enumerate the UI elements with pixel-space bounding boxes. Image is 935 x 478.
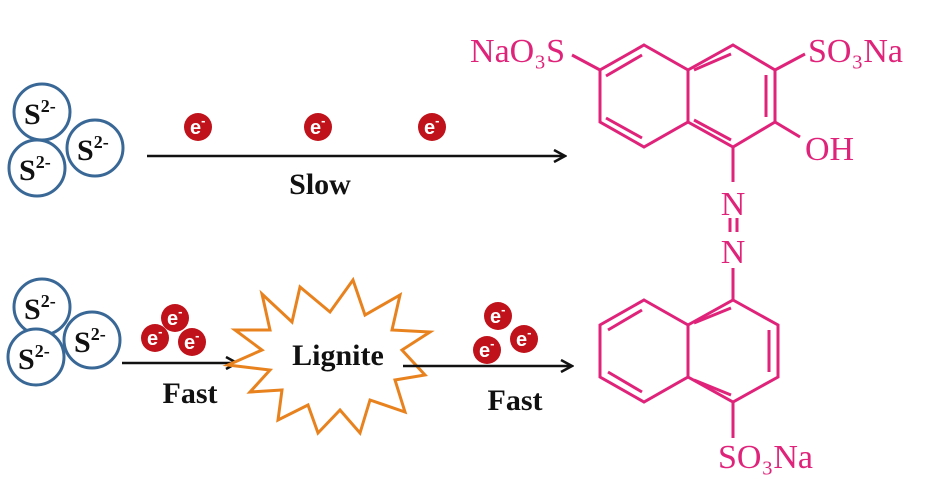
slow-label: Slow — [289, 168, 351, 201]
electron: e- — [418, 113, 446, 141]
svg-text:e-: e- — [479, 336, 494, 362]
electron: e- — [184, 113, 212, 141]
azo-nitrogen-1: N — [721, 186, 746, 223]
svg-text:e-: e- — [310, 113, 325, 139]
svg-text:e-: e- — [490, 302, 505, 328]
svg-text:e-: e- — [424, 113, 439, 139]
sulfide-ion: S2- — [6, 327, 66, 387]
electron: e- — [484, 302, 512, 330]
azo-dye-molecule: NaO₃S SO₃Na OH N N SO₃Na — [470, 33, 903, 476]
sulfonate-group-top-right: SO₃Na — [808, 33, 903, 70]
fast-label-2: Fast — [488, 384, 543, 417]
azo-nitrogen-2: N — [721, 234, 746, 271]
fast-label-1: Fast — [163, 377, 218, 410]
svg-text:S2-: S2- — [74, 324, 106, 359]
svg-text:e-: e- — [190, 113, 205, 139]
svg-text:S2-: S2- — [19, 152, 51, 187]
electron: e- — [178, 328, 206, 356]
electron-cluster-right: e- e- e- — [473, 302, 538, 364]
sulfide-ion: S2- — [7, 138, 67, 198]
svg-text:e-: e- — [147, 324, 162, 350]
lignite-burst-icon — [222, 276, 435, 437]
svg-text:e-: e- — [516, 325, 531, 351]
svg-text:S2-: S2- — [18, 341, 50, 376]
sulfide-ion: S2- — [12, 277, 72, 337]
electron: e- — [473, 336, 501, 364]
lignite-label: Lignite — [292, 339, 384, 372]
sulfonate-group-bottom: SO₃Na — [718, 439, 813, 476]
sulfide-ion: S2- — [65, 118, 125, 178]
sulfide-cluster-bottom: S2- S2- S2- — [6, 277, 122, 387]
electron: e- — [141, 324, 169, 352]
electron-cluster-left: e- e- e- — [141, 304, 206, 356]
sulfonate-group-top-left: NaO₃S — [470, 33, 565, 70]
svg-text:S2-: S2- — [24, 291, 56, 326]
hydroxyl-group: OH — [805, 131, 854, 168]
electron: e- — [161, 304, 189, 332]
svg-text:e-: e- — [184, 328, 199, 354]
sulfide-ion: S2- — [62, 310, 122, 370]
svg-text:e-: e- — [167, 304, 182, 330]
electron: e- — [304, 113, 332, 141]
electron: e- — [510, 325, 538, 353]
sulfide-ion: S2- — [12, 82, 72, 142]
svg-text:S2-: S2- — [24, 96, 56, 131]
svg-text:S2-: S2- — [77, 132, 109, 167]
sulfide-cluster-top: S2- S2- S2- — [7, 82, 125, 198]
